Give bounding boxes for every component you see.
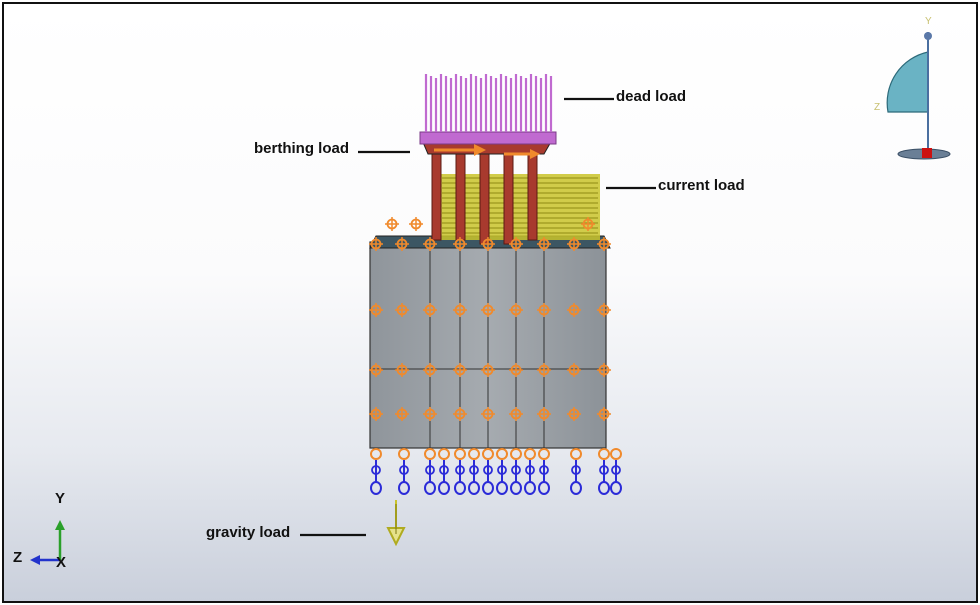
base-support-symbol — [598, 448, 610, 495]
restraint-symbol — [409, 217, 423, 231]
base-support-symbol — [496, 448, 508, 495]
restraint-symbol — [537, 407, 551, 421]
current-load-graphic — [440, 174, 600, 240]
svg-text:Z: Z — [874, 102, 880, 113]
restraint-symbol — [509, 303, 523, 317]
restraint-symbol — [597, 407, 611, 421]
restraint-symbol — [537, 237, 551, 251]
restraint-symbol — [453, 407, 467, 421]
restraint-symbol — [369, 303, 383, 317]
svg-text:Y: Y — [925, 16, 932, 27]
restraint-symbol — [481, 363, 495, 377]
restraint-symbol — [481, 407, 495, 421]
restraint-symbol — [567, 303, 581, 317]
base-support-symbol — [524, 448, 536, 495]
axis-triad-icon — [30, 520, 65, 565]
gravity-load-label: gravity load — [206, 524, 291, 541]
gravity-arrow-icon — [386, 500, 406, 547]
restraint-symbol — [453, 363, 467, 377]
restraint-symbol — [581, 217, 595, 231]
restraint-symbol — [453, 303, 467, 317]
restraint-symbol — [509, 237, 523, 251]
support-symbols-orange — [369, 217, 611, 421]
berthing-load-arrows — [434, 144, 540, 159]
restraint-symbol — [537, 363, 551, 377]
base-support-symbol — [538, 448, 550, 495]
pile-column — [527, 143, 538, 241]
pile-column — [503, 147, 514, 245]
berthing-load-label: berthing load — [254, 140, 349, 157]
pile-columns — [431, 143, 538, 245]
restraint-symbol — [395, 407, 409, 421]
restraint-symbol — [509, 407, 523, 421]
restraint-symbol — [453, 237, 467, 251]
pile-column — [455, 143, 466, 241]
base-support-symbol — [454, 448, 466, 495]
dead-load-label: dead load — [616, 88, 687, 105]
axis-y-label: Y — [55, 490, 66, 507]
restraint-symbol — [481, 303, 495, 317]
base-support-symbol — [398, 448, 410, 495]
restraint-symbol — [423, 303, 437, 317]
base-support-symbol — [438, 448, 450, 495]
structure-model-view: Y Z — [30, 16, 951, 565]
restraint-symbol — [509, 363, 523, 377]
restraint-symbol — [423, 363, 437, 377]
restraint-symbol — [369, 363, 383, 377]
restraint-symbol — [567, 407, 581, 421]
view-orientation-gizmo-icon[interactable]: Y Z — [874, 16, 951, 160]
restraint-symbol — [423, 407, 437, 421]
restraint-symbol — [597, 363, 611, 377]
restraint-symbol — [385, 217, 399, 231]
pile-column — [431, 143, 442, 241]
base-support-symbol — [610, 448, 622, 495]
axis-x-label: X — [56, 554, 67, 571]
restraint-symbol — [423, 237, 437, 251]
restraint-symbol — [567, 237, 581, 251]
restraint-symbol — [369, 407, 383, 421]
restraint-symbol — [395, 363, 409, 377]
dead-load-graphic — [419, 74, 557, 145]
restraint-symbol — [597, 237, 611, 251]
label-leader-lines — [300, 97, 656, 537]
axis-z-label: Z — [13, 549, 23, 566]
base-support-symbol — [570, 448, 582, 495]
base-support-symbol — [482, 448, 494, 495]
restraint-symbol — [567, 363, 581, 377]
base-support-symbol — [468, 448, 480, 495]
restraint-symbol — [369, 237, 383, 251]
restraint-symbol — [481, 237, 495, 251]
restraint-symbol — [395, 303, 409, 317]
pile-column — [479, 147, 490, 245]
base-support-symbol — [510, 448, 522, 495]
current-load-label: current load — [658, 177, 745, 194]
base-support-symbol — [424, 448, 436, 495]
restraint-symbol — [537, 303, 551, 317]
restraint-symbol — [395, 237, 409, 251]
base-support-symbol — [370, 448, 382, 495]
support-symbols-blue — [370, 448, 622, 495]
restraint-symbol — [597, 303, 611, 317]
